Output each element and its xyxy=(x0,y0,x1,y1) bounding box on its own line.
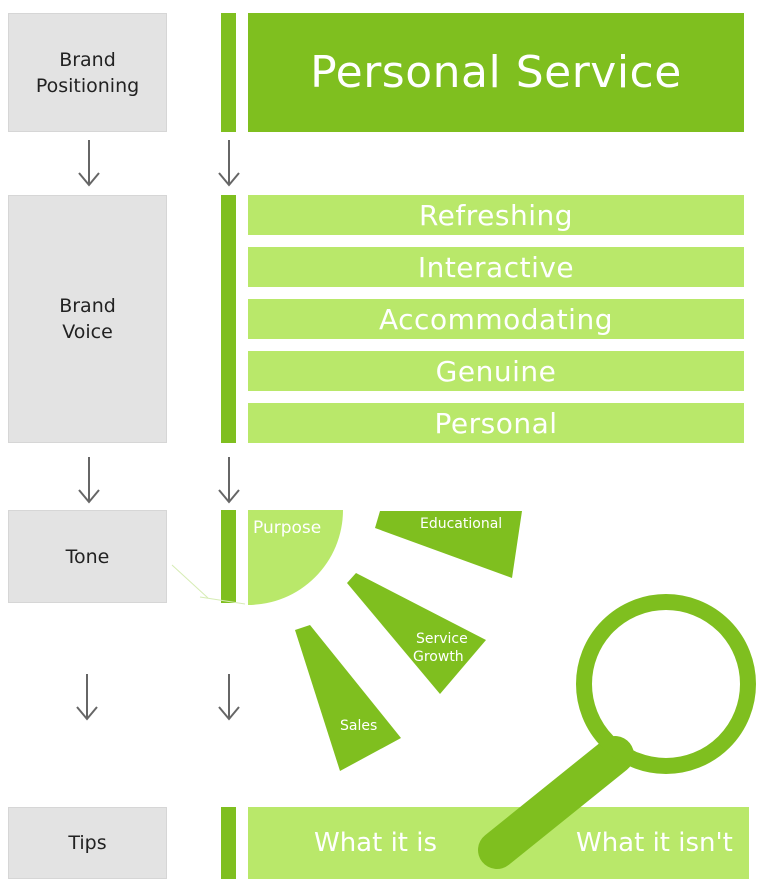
voice-attribute: Personal xyxy=(248,403,744,443)
tips-box: Tips xyxy=(8,807,167,879)
tone-box: Tone xyxy=(8,510,167,603)
educational-segment xyxy=(375,511,522,578)
tips-bar xyxy=(221,807,236,879)
sales-label: Sales xyxy=(340,718,377,734)
tips-label: Tips xyxy=(68,832,107,854)
brand-voice-box: Brand Voice xyxy=(8,195,167,443)
positioning-statement: Personal Service xyxy=(248,13,744,132)
magnifying-glass-icon xyxy=(478,594,756,869)
tone-bar xyxy=(221,510,236,603)
sales-segment xyxy=(295,625,401,771)
tips-what-it-is: What it is xyxy=(314,828,438,858)
voice-bar xyxy=(221,195,236,443)
voice-attribute: Interactive xyxy=(248,247,744,287)
arrow-down-icon xyxy=(78,140,100,187)
brand-positioning-box: Brand Positioning xyxy=(8,13,167,132)
arrow-down-icon xyxy=(218,457,240,504)
voice-attribute: Genuine xyxy=(248,351,744,391)
brand-positioning-label: Brand Positioning xyxy=(35,48,140,97)
voice-attribute: Accommodating xyxy=(248,299,744,339)
brand-voice-label: Brand Voice xyxy=(59,295,116,343)
educational-label: Educational xyxy=(420,516,502,532)
arrow-down-icon xyxy=(218,674,240,721)
voice-attribute: Refreshing xyxy=(248,195,744,235)
service-growth-segment xyxy=(347,573,486,694)
arrow-down-icon xyxy=(78,457,100,504)
service-growth-label-1: Service xyxy=(416,631,468,647)
arrow-down-icon xyxy=(218,140,240,187)
purpose-segment xyxy=(248,510,343,605)
positioning-bar xyxy=(221,13,236,132)
purpose-label: Purpose xyxy=(253,518,321,538)
arrow-down-icon xyxy=(76,674,98,721)
tone-label: Tone xyxy=(65,545,110,568)
tips-what-it-isnt: What it isn't xyxy=(576,828,733,858)
service-growth-label-2: Growth xyxy=(413,649,464,665)
